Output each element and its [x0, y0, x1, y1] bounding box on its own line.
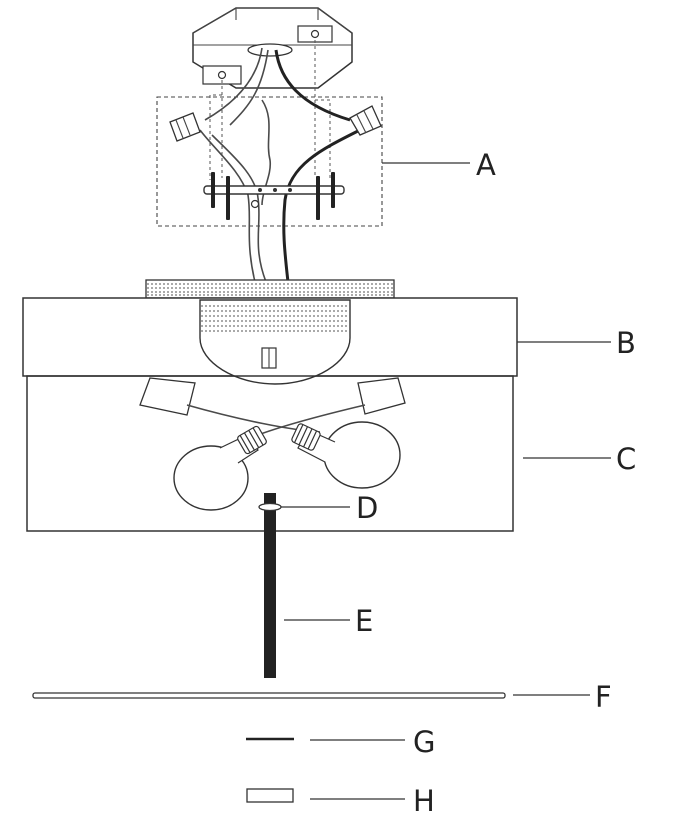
- label-b: B: [616, 326, 636, 360]
- label-f: F: [595, 680, 612, 714]
- label-a: A: [476, 148, 496, 182]
- junction-box: [192, 7, 353, 89]
- label-e: E: [355, 604, 373, 638]
- hardware-group-outline: [156, 96, 383, 227]
- label-c: C: [616, 442, 636, 476]
- wire-connector-left: [169, 112, 201, 142]
- light-bulb-left: [173, 425, 267, 511]
- threaded-rod: [264, 493, 276, 678]
- label-d: D: [356, 491, 378, 525]
- socket-cluster-dome: [199, 299, 351, 385]
- diffuser-plate: [32, 692, 506, 699]
- wire-connector-right: [349, 105, 382, 136]
- label-h: H: [413, 784, 435, 818]
- canopy-threaded-ring: [145, 279, 395, 299]
- finial-cap: [246, 788, 294, 803]
- socket-arm-left: [139, 377, 196, 416]
- socket-arm-right: [357, 377, 406, 415]
- mounting-screws: [211, 172, 335, 220]
- mounting-crossbar: [203, 185, 345, 195]
- leader-lines: [281, 162, 611, 800]
- rod-washer: [258, 502, 282, 512]
- label-g: G: [413, 725, 435, 759]
- light-bulb-right: [291, 421, 401, 489]
